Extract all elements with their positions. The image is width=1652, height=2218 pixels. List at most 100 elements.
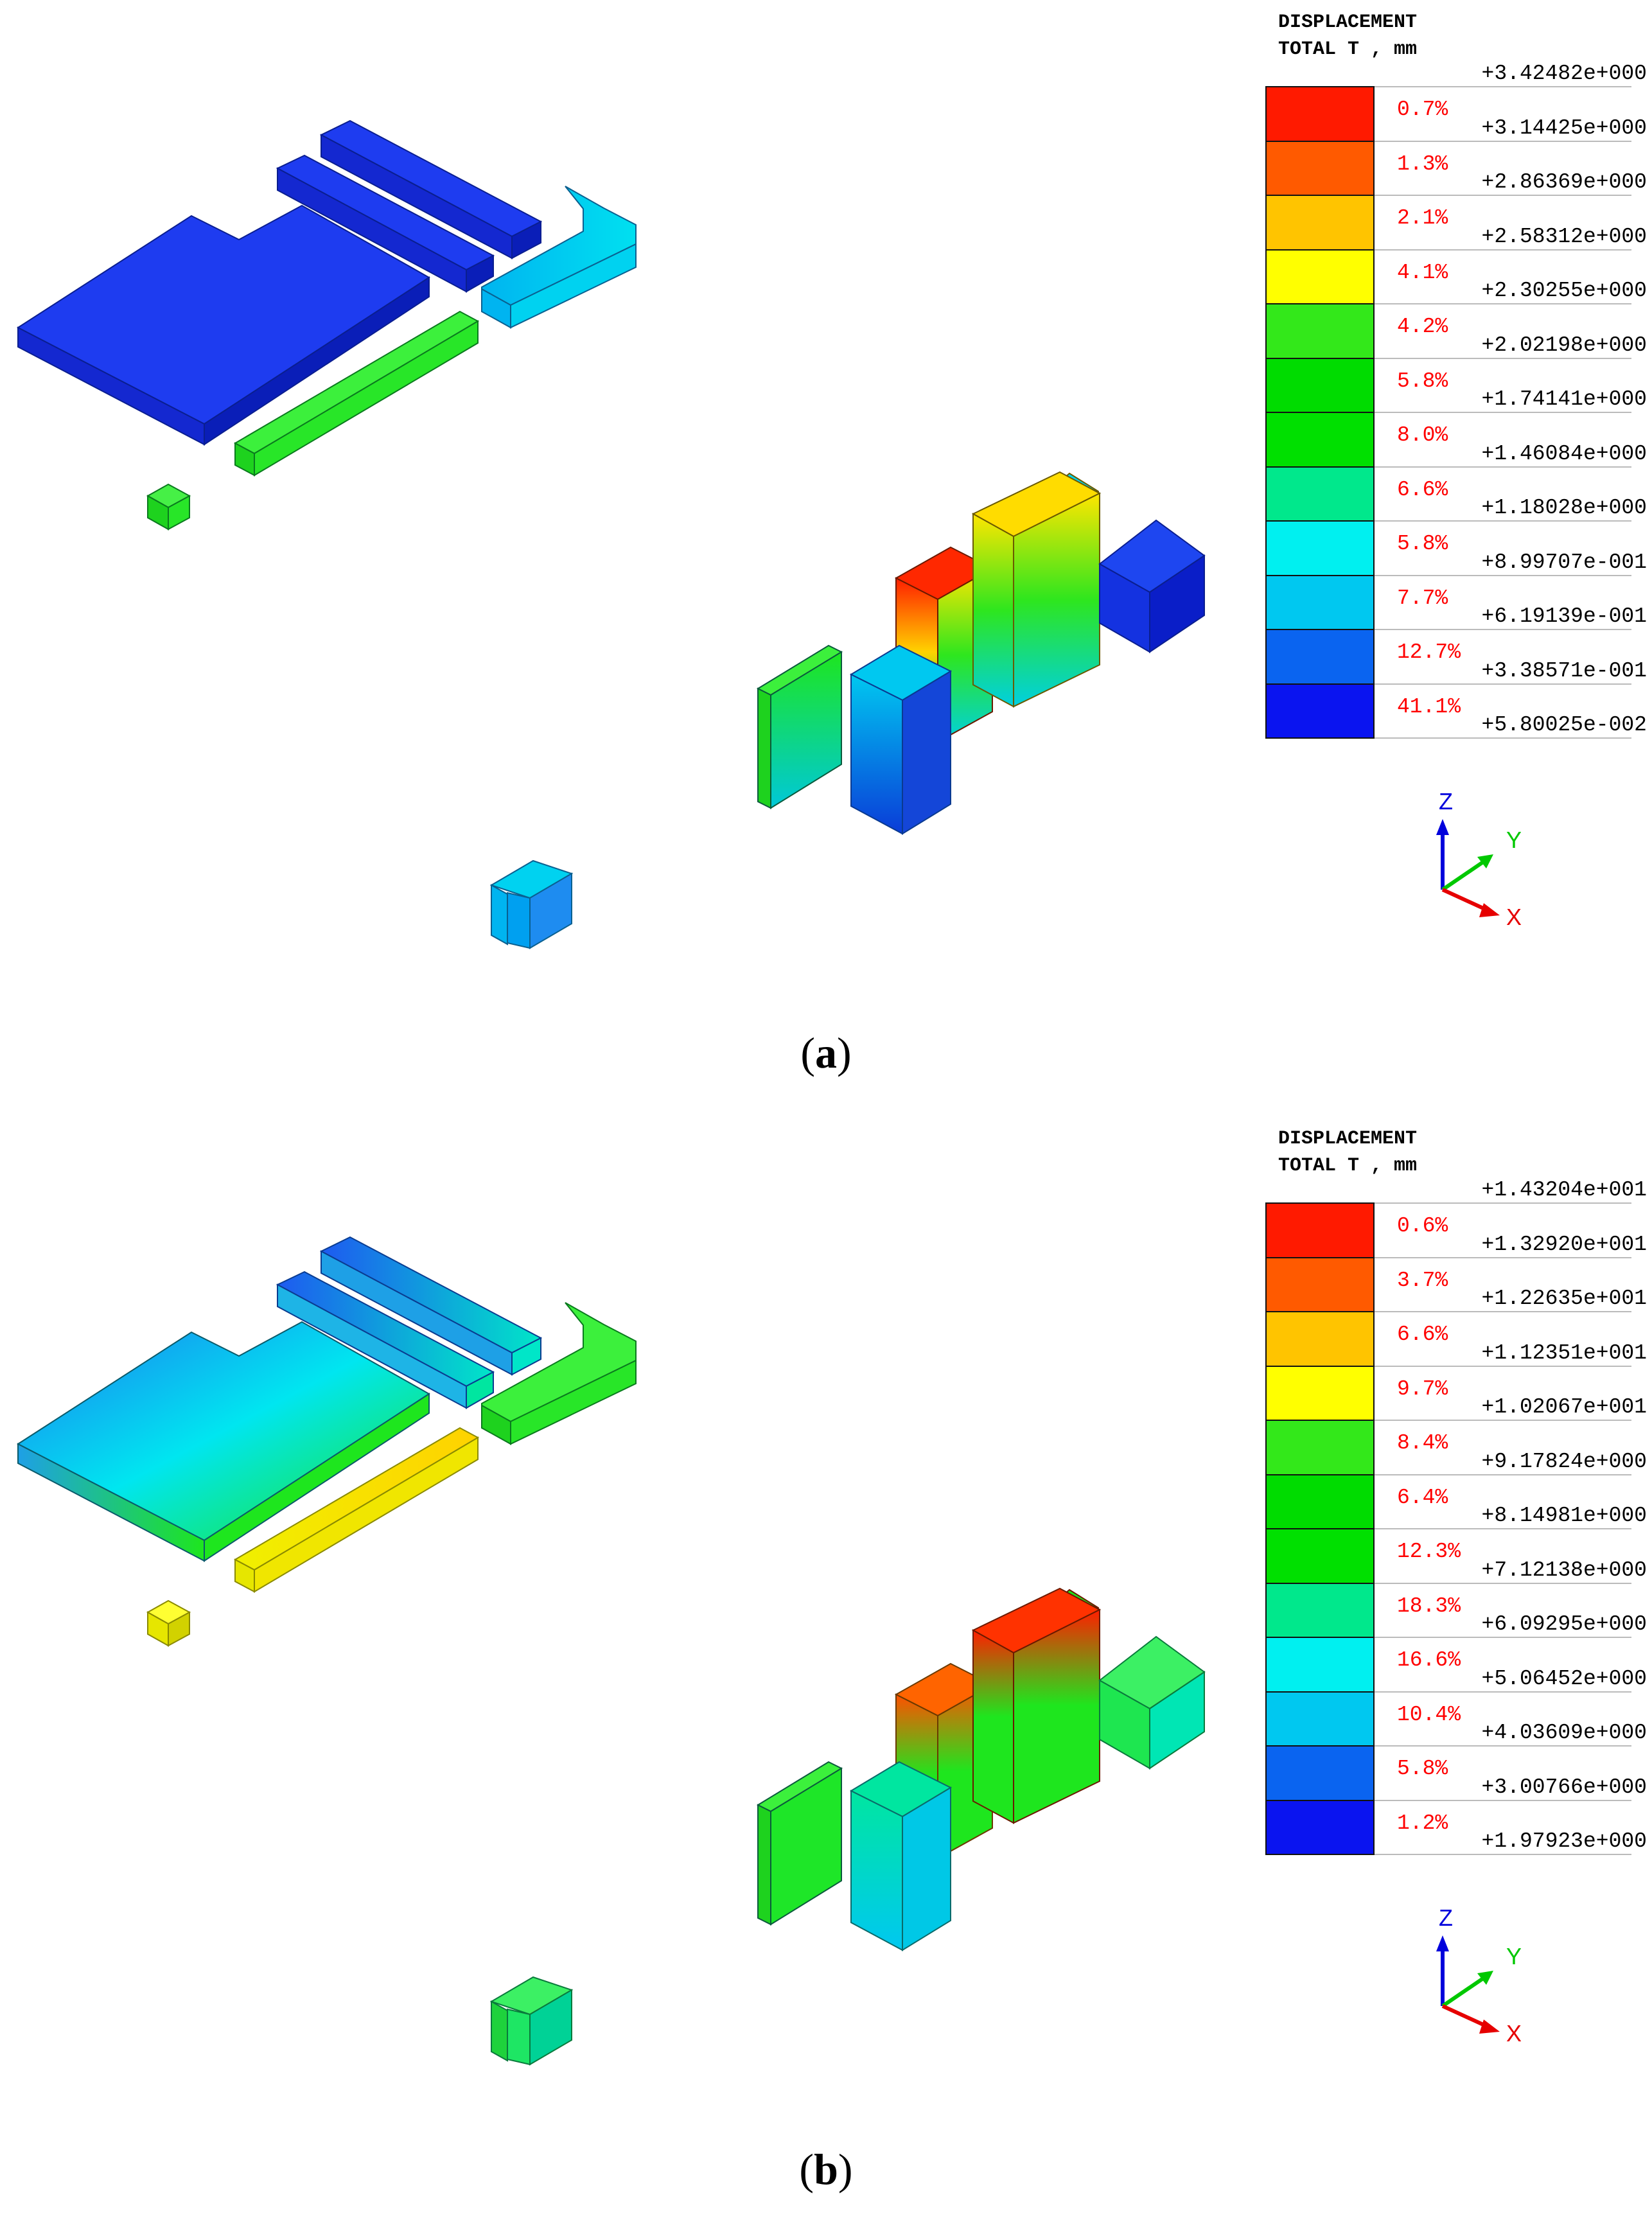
component-front-column [849, 644, 953, 835]
legend-band [1265, 412, 1375, 468]
legend-tick-line [1375, 357, 1631, 359]
component-front-column [849, 1761, 953, 1951]
legend-band-percent: 16.6% [1397, 1648, 1461, 1672]
legend-tick-line [1375, 683, 1631, 685]
legend-tick-value: +1.32920e+001 [1481, 1232, 1647, 1256]
legend-band [1265, 1202, 1375, 1258]
legend-title: DISPLACEMENT TOTAL T , mm [1278, 12, 1418, 60]
legend-tick-value: +7.12138e+000 [1481, 1558, 1647, 1582]
component-blue-box [1098, 519, 1206, 653]
legend-band-percent: 4.1% [1397, 260, 1448, 285]
legend-band [1265, 1799, 1375, 1855]
legend-tick-line [1375, 1311, 1631, 1312]
legend-tick-value: +4.03609e+000 [1481, 1721, 1647, 1745]
legend-tick-line [1375, 412, 1631, 413]
legend-tick-line [1375, 1365, 1631, 1367]
legend-tick-value: +3.38571e-001 [1481, 658, 1647, 683]
legend-band [1265, 520, 1375, 576]
component-green-box [1098, 1635, 1206, 1770]
legend-band-percent: 41.1% [1397, 694, 1461, 719]
legend-band-percent: 5.8% [1397, 369, 1448, 393]
legend-band [1265, 303, 1375, 359]
legend-band-percent: 6.6% [1397, 1323, 1448, 1346]
legend-tick-line [1375, 86, 1631, 87]
large-plate [17, 1321, 430, 1562]
large-plate [17, 204, 430, 446]
legend-band [1265, 357, 1375, 413]
small-cube [146, 483, 191, 531]
small-cube [146, 1599, 191, 1647]
legend-tick-line [1375, 737, 1631, 739]
legend-band-percent: 6.4% [1397, 1485, 1448, 1509]
legend-band-percent: 5.8% [1397, 1757, 1448, 1781]
legend-tick-line [1375, 574, 1631, 576]
upper-bar-2 [276, 154, 495, 293]
upper-bar-1 [319, 119, 543, 260]
caption-b: (b) [799, 2145, 853, 2194]
legend-tick-line [1375, 1202, 1631, 1204]
legend-band [1265, 1582, 1375, 1638]
green-bar [233, 310, 480, 477]
upper-bar-1 [319, 1236, 543, 1376]
legend-band-percent: 5.8% [1397, 532, 1448, 556]
legend-tick-value: +2.30255e+000 [1481, 279, 1647, 303]
legend-tick-value: +5.80025e-002 [1481, 713, 1647, 737]
legend-band-percent: 1.2% [1397, 1811, 1448, 1835]
caption-a: (a) [800, 1028, 852, 1077]
legend-tick-line [1375, 1799, 1631, 1801]
legend-tick-value: +2.58312e+000 [1481, 224, 1647, 249]
legend-tick-value: +3.42482e+000 [1481, 62, 1647, 85]
upper-bar-2 [276, 1271, 495, 1409]
legend-band [1265, 466, 1375, 522]
legend-tick-value: +1.43204e+001 [1481, 1178, 1647, 1202]
legend-band [1265, 1420, 1375, 1475]
component-left-plate [756, 644, 843, 809]
legend-band [1265, 1365, 1375, 1421]
legend-band [1265, 140, 1375, 196]
legend-a: DISPLACEMENT TOTAL T , mm +3.42482e+000 +… [1265, 9, 1651, 831]
legend-band-percent: 6.6% [1397, 477, 1448, 502]
legend-tick-line [1375, 1637, 1631, 1638]
legend-tick-value: +6.09295e+000 [1481, 1612, 1647, 1636]
legend-band-percent: 3.7% [1397, 1268, 1448, 1292]
legend-tick-value: +3.00766e+000 [1481, 1775, 1647, 1799]
component-tall-red [971, 1587, 1102, 1824]
legend-tick-line [1375, 629, 1631, 630]
legend-band-percent: 1.3% [1397, 152, 1448, 176]
legend-band-percent: 8.0% [1397, 423, 1448, 447]
bottom-small-block [489, 1976, 574, 2066]
model-view-a [17, 119, 1206, 949]
legend-tick-value: +8.99707e-001 [1481, 550, 1647, 574]
legend-tick-value: +1.22635e+001 [1481, 1287, 1647, 1310]
legend-band-percent: 0.7% [1397, 98, 1448, 121]
legend-tick-line [1375, 1420, 1631, 1421]
legend-band [1265, 683, 1375, 739]
panel-b: DISPLACEMENT TOTAL T , mm +1.43204e+001+… [0, 1116, 1652, 2218]
legend-band [1265, 1637, 1375, 1693]
legend-tick-value: +2.86369e+000 [1481, 170, 1647, 194]
legend-band-percent: 0.6% [1397, 1214, 1448, 1238]
legend-tick-line [1375, 466, 1631, 468]
yellow-bar [233, 1427, 480, 1593]
legend-tick-line [1375, 520, 1631, 522]
legend-tick-value: +1.12351e+001 [1481, 1341, 1647, 1365]
legend-band [1265, 1256, 1375, 1312]
legend-tick-value: +1.02067e+001 [1481, 1395, 1647, 1419]
legend-tick-value: +1.46084e+000 [1481, 441, 1647, 466]
legend-tick-value: +1.97923e+000 [1481, 1829, 1647, 1853]
legend-band-percent: 18.3% [1397, 1594, 1461, 1618]
legend-band-percent: 7.7% [1397, 586, 1448, 610]
legend-tick-line [1375, 1691, 1631, 1693]
legend-tick-value: +6.19139e-001 [1481, 604, 1647, 628]
legend-tick-value: +2.02198e+000 [1481, 333, 1647, 357]
legend-band-percent: 8.4% [1397, 1431, 1448, 1455]
legend-b: DISPLACEMENT TOTAL T , mm +1.43204e+001+… [1265, 1125, 1651, 1948]
legend-tick-line [1375, 303, 1631, 304]
legend-tick-value: +5.06452e+000 [1481, 1666, 1647, 1691]
legend-tick-line [1375, 140, 1631, 142]
legend-band [1265, 1745, 1375, 1801]
legend-band-percent: 9.7% [1397, 1377, 1448, 1401]
legend-band-percent: 10.4% [1397, 1702, 1461, 1727]
legend-tick-line [1375, 1745, 1631, 1747]
legend-tick-value: +3.14425e+000 [1481, 116, 1647, 140]
